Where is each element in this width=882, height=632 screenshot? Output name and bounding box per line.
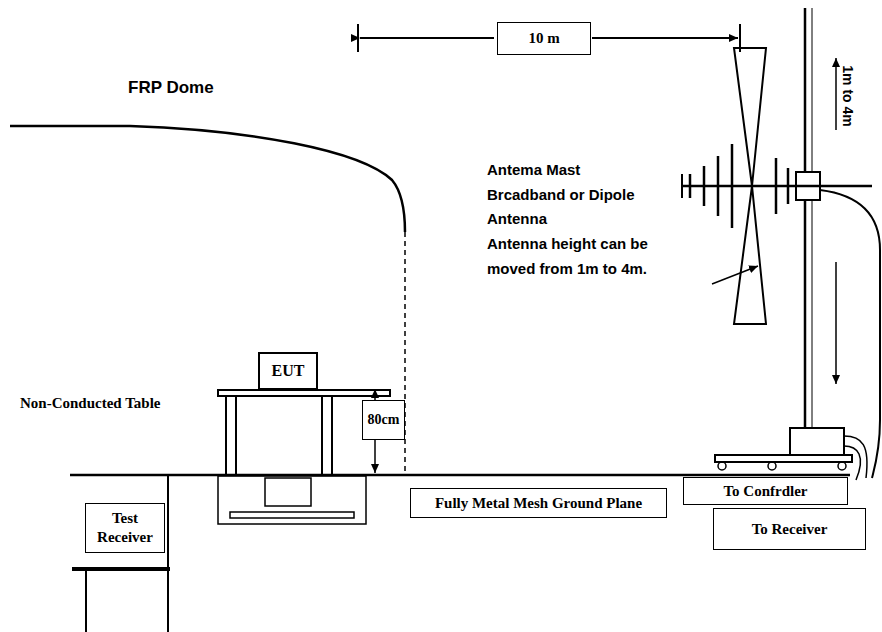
dome-label: FRP Dome [128,78,214,98]
antenna-element [731,144,734,228]
antenna-note: Antenna [487,210,547,227]
antenna-element [689,174,692,198]
dimension-box: 10 m [497,22,591,55]
label-box: To Confrdler [683,477,848,505]
label-box: To Receiver [713,508,866,550]
antenna-note: Brcadband or Dipole [487,186,635,203]
node-text: To Receiver [752,521,828,538]
antenna-note: Antenna height can be [487,235,648,252]
height-label: 1m to 4m [840,65,856,126]
node-text: Fully Metal Mesh Ground Plane [435,495,642,512]
node-text: 80cm [368,412,400,428]
antenna-element [703,166,706,206]
node-text: EUT [272,362,305,380]
dimension-box: 80cm [362,400,405,440]
table-label: Non-Conducted Table [20,395,160,412]
label-box: Fully Metal Mesh Ground Plane [410,488,667,518]
antenna-element [787,168,790,204]
receiver-box: Test Receiver [85,503,165,553]
antenna-note: Antema Mast [487,161,580,178]
eut-box: EUT [258,352,318,390]
node-text: 10 m [528,30,559,47]
antenna-note: moved from 1m to 4m. [487,260,647,277]
node-text: To Confrdler [723,483,807,500]
node-text: Test Receiver [92,509,158,547]
antenna-element [717,156,720,216]
antenna-element [775,158,778,214]
